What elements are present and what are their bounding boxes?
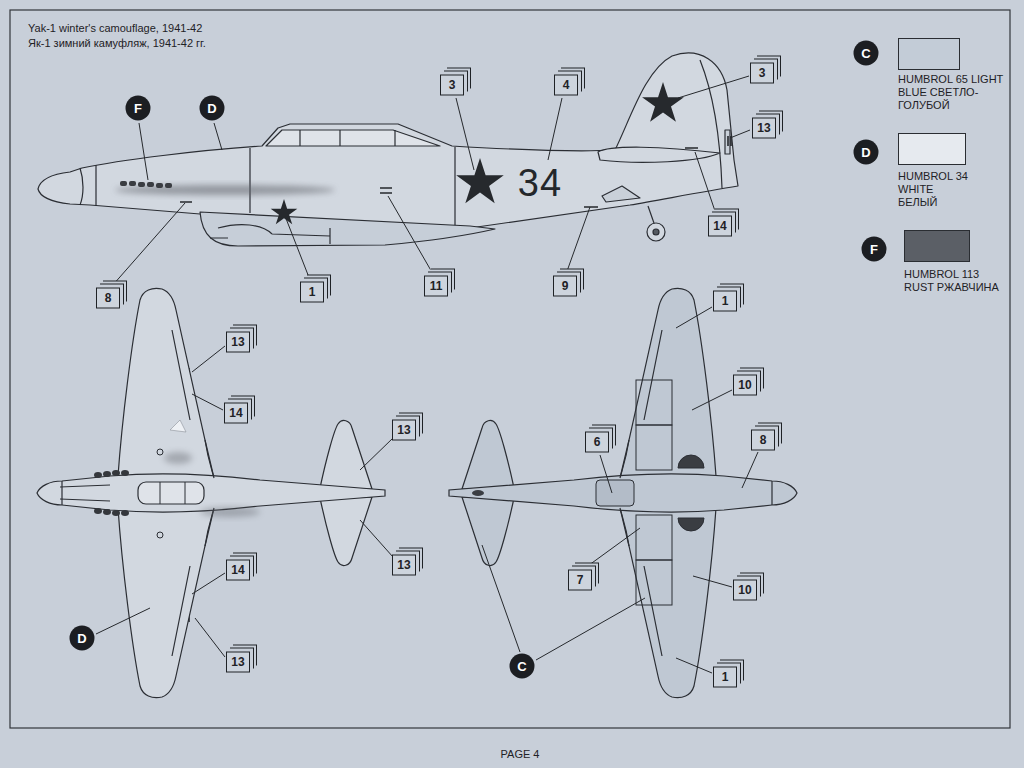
top-view: [112, 470, 120, 476]
side-view: [300, 130, 395, 146]
bottom-view: [449, 288, 797, 697]
exhaust-stacks: [156, 183, 163, 188]
top-view: [121, 510, 129, 516]
bottom-view: [636, 425, 672, 470]
leader-lines: [482, 307, 758, 673]
top-view: [94, 508, 102, 514]
paint-callout: F: [862, 237, 887, 262]
bottom-view: [449, 288, 797, 697]
top-view: [60, 482, 185, 504]
leader-lines: [112, 76, 750, 286]
legend-text: HUMBROL 34 WHITE БЕЛЫЙ: [898, 170, 970, 209]
bottom-view: [636, 380, 672, 605]
bottom-view: [472, 490, 484, 496]
bottom-view: [636, 515, 672, 560]
leader-lines: [96, 346, 393, 657]
top-view: [200, 507, 260, 517]
callout-number: 13: [226, 332, 250, 353]
color-swatch: [898, 133, 966, 165]
callout-number: 1: [713, 667, 737, 688]
exhaust-stacks: [147, 182, 154, 187]
paint-callout: D: [70, 626, 95, 651]
top-view: [121, 470, 129, 476]
page-number: PAGE 4: [501, 748, 540, 761]
callout-number: 13: [392, 420, 416, 441]
side-view: [80, 60, 722, 226]
top-view: [170, 420, 186, 432]
callout-number: 6: [585, 432, 609, 453]
side-view: [210, 225, 330, 244]
top-view: [164, 452, 192, 464]
side-view: [266, 130, 440, 146]
bottom-view: [636, 380, 672, 425]
top-view: [157, 532, 163, 538]
callout-number: 3: [440, 75, 464, 96]
callout-number: 13: [392, 555, 416, 576]
callout-number: 13: [752, 118, 776, 139]
legend-text: HUMBROL 113 RUST РЖАВЧИНА: [904, 268, 1004, 294]
star-insignia: [642, 82, 684, 122]
callout-number: 8: [751, 430, 775, 451]
callout-number: 14: [708, 216, 732, 237]
callout-number: 14: [226, 560, 250, 581]
star-insignia: [271, 82, 684, 668]
aircraft-number: 34: [518, 162, 562, 204]
exhaust-stacks: [129, 181, 136, 186]
stencil-marks: [180, 136, 731, 207]
side-view: [653, 229, 659, 235]
exhaust-stacks: [120, 181, 172, 188]
bottom-view: [596, 480, 634, 506]
color-swatch: [898, 38, 960, 70]
color-swatch: [904, 230, 970, 262]
top-view: [94, 472, 102, 478]
top-view: [103, 509, 111, 515]
top-view: [138, 482, 204, 504]
side-view: [38, 53, 738, 228]
top-view: [103, 471, 111, 477]
top-view: [37, 288, 385, 697]
callout-number: 3: [750, 63, 774, 84]
callout-number: 1: [300, 282, 324, 303]
callout-number: 13: [226, 652, 250, 673]
page-frame: [10, 10, 1010, 728]
top-view: [94, 470, 129, 516]
paint-callout: C: [854, 41, 879, 66]
subtitle: Як-1 зимний камуфляж, 1941-42 гг.: [28, 37, 206, 50]
star-insignia: [456, 158, 504, 203]
side-view: [598, 147, 720, 162]
top-view: [37, 288, 385, 697]
top-view: [112, 510, 120, 516]
callout-number: 8: [96, 288, 120, 309]
side-view: [602, 186, 640, 202]
paint-callout: D: [854, 140, 879, 165]
paint-callout: C: [510, 654, 535, 679]
callout-number: 10: [733, 580, 757, 601]
callout-number: 14: [224, 403, 248, 424]
bottom-view: [678, 455, 704, 531]
callout-number: 4: [554, 75, 578, 96]
paint-callout: F: [126, 96, 151, 121]
legend-text: HUMBROL 65 LIGHT BLUE СВЕТЛО-ГОЛУБОЙ: [898, 73, 1006, 112]
exhaust-stacks: [165, 183, 172, 188]
callout-number: 9: [553, 276, 577, 297]
side-view: [647, 223, 665, 241]
paint-callout: D: [200, 96, 225, 121]
exhaust-stacks: [138, 182, 145, 187]
title: Yak-1 winter's camouflage, 1941-42: [28, 22, 202, 35]
callout-number: 7: [568, 570, 592, 591]
bottom-view: [636, 560, 672, 605]
top-view: [157, 449, 163, 455]
callout-number: 10: [733, 375, 757, 396]
side-view: [200, 212, 495, 246]
leader-lines: [96, 76, 758, 673]
callout-number: 1: [713, 291, 737, 312]
exhaust-stacks: [120, 181, 127, 186]
star-insignia: [271, 199, 298, 224]
callout-number: 11: [424, 276, 448, 297]
